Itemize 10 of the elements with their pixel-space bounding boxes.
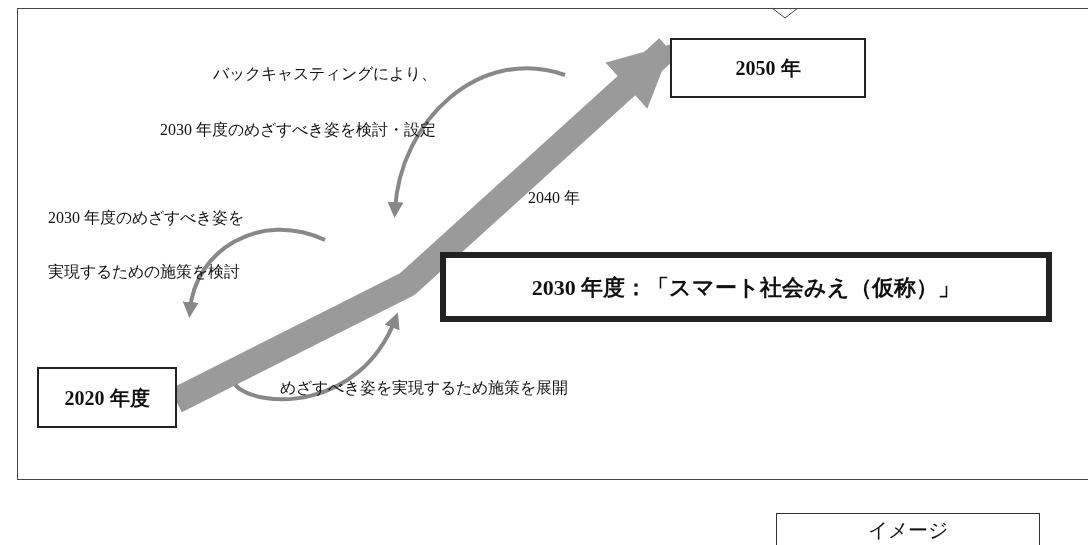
label-box: 2020 年度	[37, 367, 177, 428]
note-text: バックキャスティングにより、	[213, 64, 437, 84]
note-text: 2040 年	[528, 188, 580, 208]
label-box: 2030 年度：「スマート社会みえ（仮称）」	[440, 252, 1052, 322]
note-text: 実現するための施策を検討	[48, 262, 240, 282]
note-text: 2030 年度のめざすべき姿を検討・設定	[160, 120, 436, 140]
label-box: イメージ	[776, 513, 1040, 545]
note-text: めざすべき姿を実現するため施策を展開	[280, 378, 568, 398]
label-box: 2050 年	[670, 38, 866, 98]
note-text: 2030 年度のめざすべき姿を	[48, 208, 244, 228]
